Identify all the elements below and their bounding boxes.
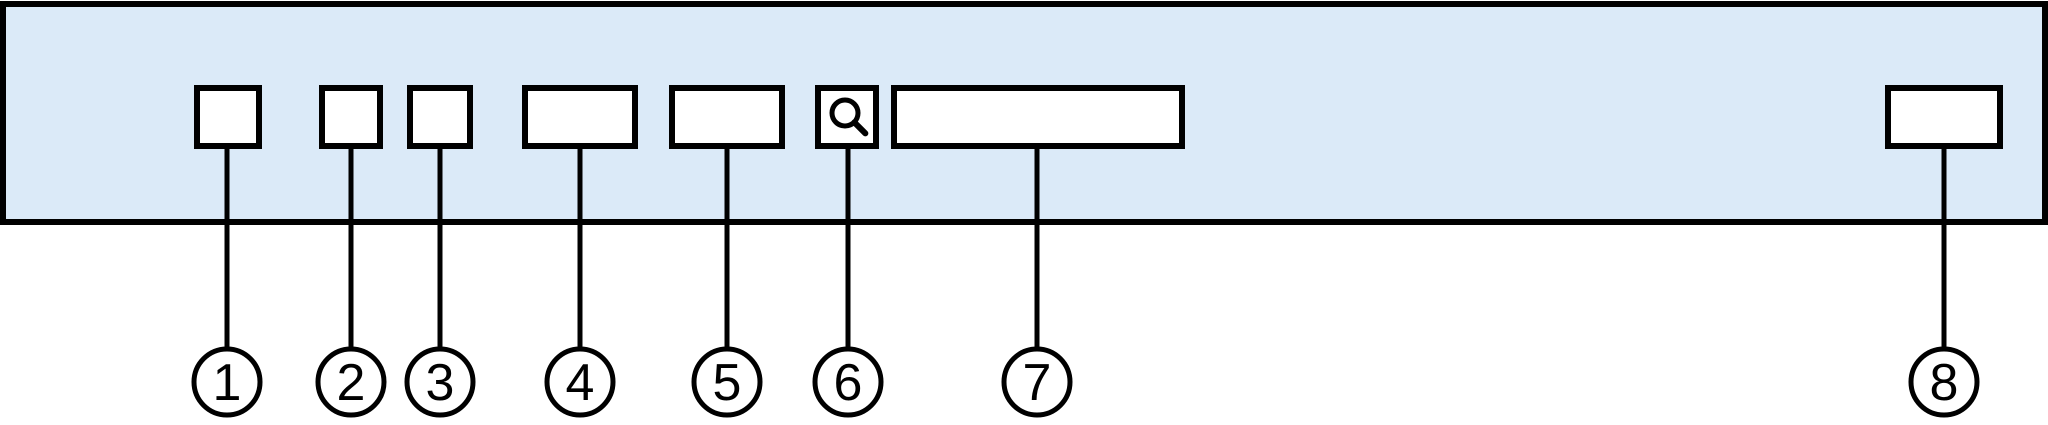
search-input-field-box[interactable] (891, 85, 1185, 149)
search-button-box[interactable] (815, 85, 879, 149)
callout-label-6: 6 (834, 354, 863, 412)
callout-circle-2 (315, 346, 387, 418)
toolbar-button-5-box[interactable] (669, 85, 785, 149)
callout-3: 3 (404, 346, 476, 418)
search-input-field[interactable] (891, 85, 1185, 149)
callout-circle-3 (404, 346, 476, 418)
callout-7: 7 (1001, 346, 1073, 418)
callout-label-4: 4 (566, 354, 595, 412)
search-icon-handle (851, 119, 869, 137)
callout-circle-4 (544, 346, 616, 418)
callout-8: 8 (1908, 346, 1980, 418)
toolbar-button-4[interactable] (522, 85, 638, 149)
toolbar-button-3[interactable] (407, 85, 473, 149)
callout-circle-8 (1908, 346, 1980, 418)
callout-circle-7 (1001, 346, 1073, 418)
search-magnifier-icon (829, 97, 869, 137)
callout-6: 6 (812, 346, 884, 418)
toolbar-button-2-box[interactable] (319, 85, 383, 149)
toolbar-button-5[interactable] (669, 85, 785, 149)
search-button[interactable] (815, 85, 879, 149)
toolbar-button-4-box[interactable] (522, 85, 638, 149)
search-icon-lens (829, 97, 861, 129)
callout-4: 4 (544, 346, 616, 418)
callout-circle-6 (812, 346, 884, 418)
toolbar-button-3-box[interactable] (407, 85, 473, 149)
callout-2: 2 (315, 346, 387, 418)
toolbar-button-8[interactable] (1885, 85, 2003, 149)
callout-label-5: 5 (713, 354, 742, 412)
toolbar-button-1[interactable] (194, 85, 262, 149)
toolbar-button-8-box[interactable] (1885, 85, 2003, 149)
callout-circle-5 (691, 346, 763, 418)
callout-label-1: 1 (213, 354, 242, 412)
callout-label-7: 7 (1023, 354, 1052, 412)
callout-label-8: 8 (1930, 354, 1959, 412)
callout-circle-1 (191, 346, 263, 418)
toolbar-button-2[interactable] (319, 85, 383, 149)
callout-5: 5 (691, 346, 763, 418)
callout-label-3: 3 (426, 354, 455, 412)
callout-1: 1 (191, 346, 263, 418)
toolbar-button-1-box[interactable] (194, 85, 262, 149)
callout-label-2: 2 (337, 354, 366, 412)
